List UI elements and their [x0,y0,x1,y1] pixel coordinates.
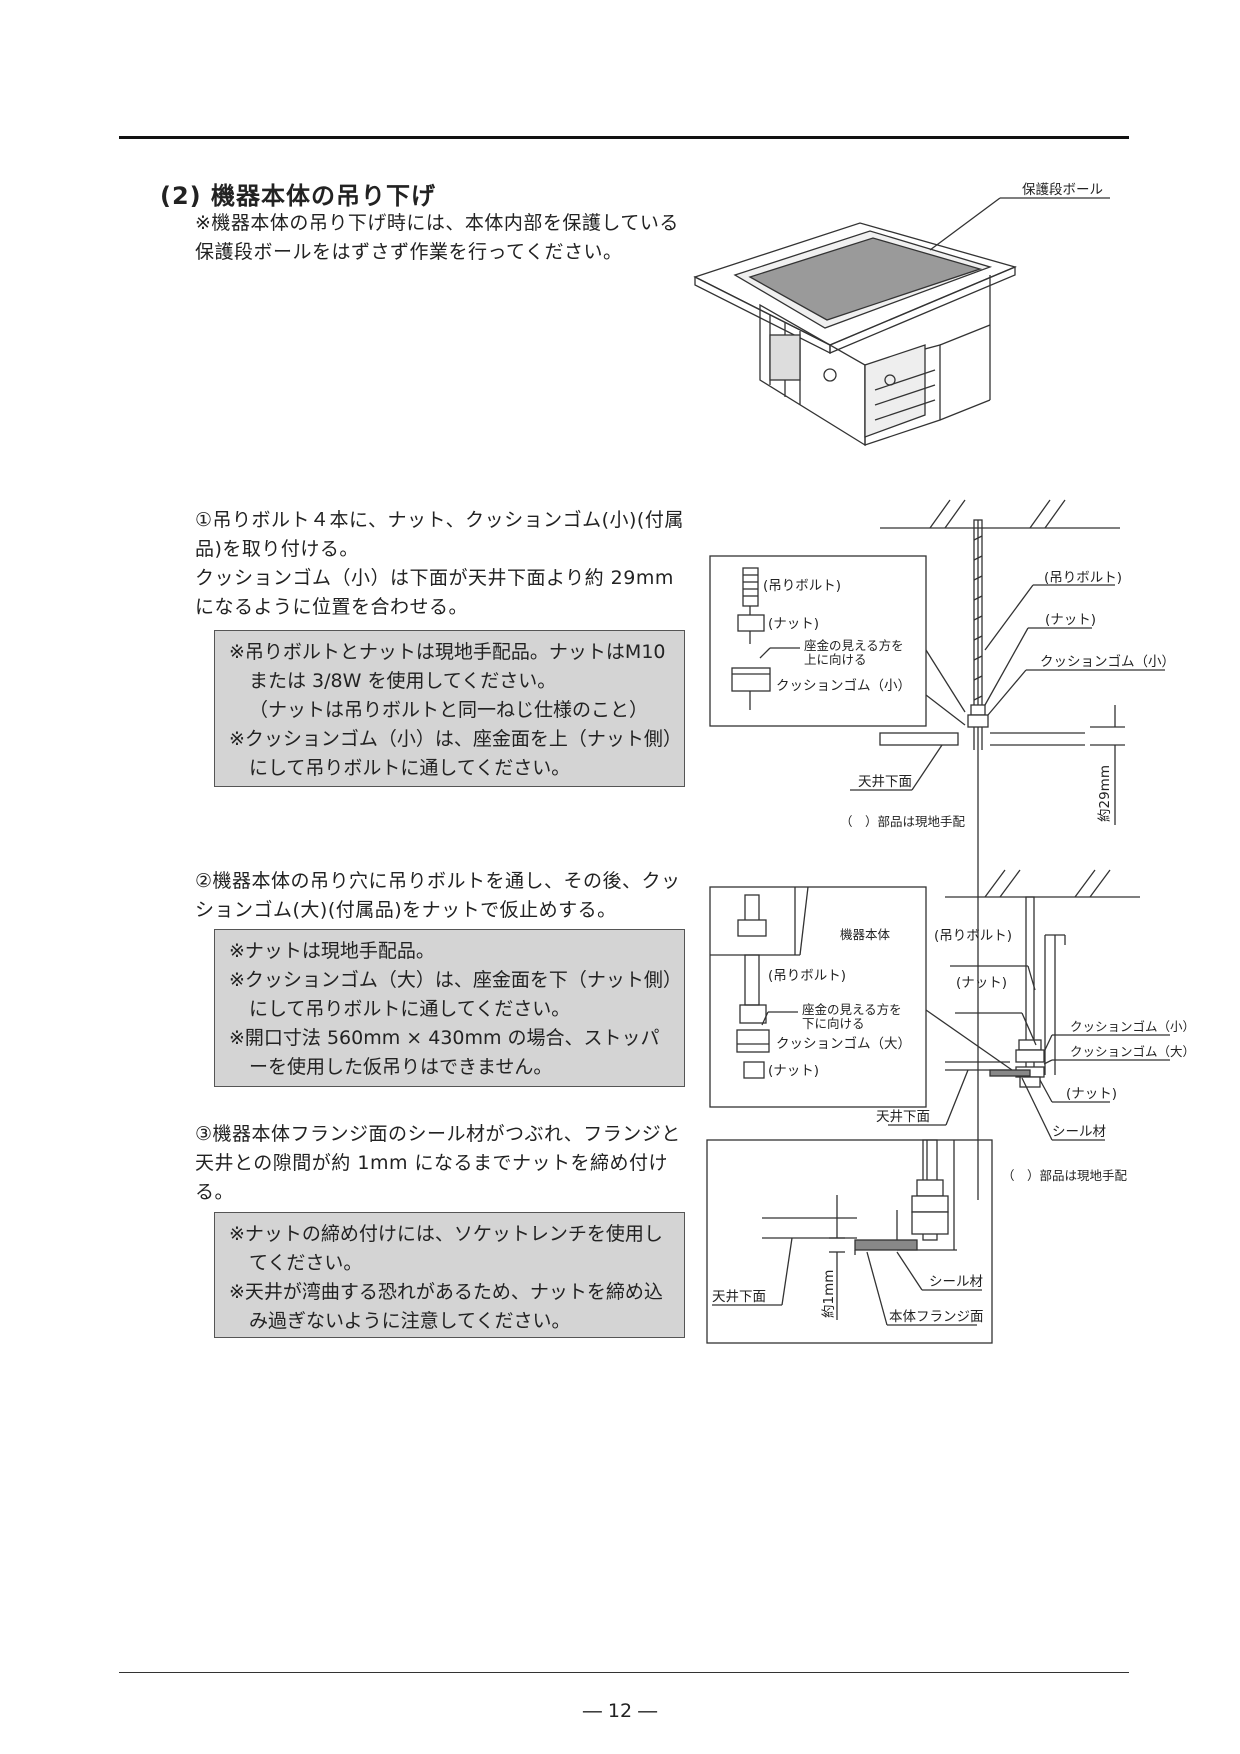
ceiling-label: 天井下面 [876,1109,930,1125]
ceiling-label: 天井下面 [858,774,912,790]
nut-bottom-label: (ナット) [1066,1086,1117,1102]
step2-text: ②機器本体の吊り穴に吊りボルトを通し、その後、クッションゴム(大)(付属品)をナ… [195,870,681,921]
fig2-footnote: （ ）部品は現地手配 [840,814,966,829]
step2-note: ※クッションゴム（大）は、座金面を下（ナット側）にして吊りボルトに通してください… [229,969,673,1020]
figure-unit-hanging: 機器本体 (吊りボルト) 座金の見える方を 下に向ける クッションゴム（大） (… [709,869,1195,1183]
inset-nut-label: (ナット) [768,616,819,632]
figure-bolt-nut-cushion: (吊りボルト) (ナット) 座金の見える方を 上に向ける クッションゴム（小） … [709,499,1175,1200]
inset-washer-label: 座金の見える方を [802,1002,902,1017]
bolt-label: (吊りボルト) [934,928,1012,944]
step3-note: ※ナットの締め付けには、ソケットレンチを使用してください。 [229,1223,663,1274]
bottom-rule [119,1672,1129,1673]
dim-29mm: 約29mm [1097,765,1113,822]
step2-notes: ※ナットは現地手配品。 ※クッションゴム（大）は、座金面を下（ナット側）にして吊… [214,929,685,1087]
inset-bolt-label: (吊りボルト) [763,578,841,594]
cushion-large-label: クッションゴム（大） [1070,1044,1195,1059]
step1-note: ※吊りボルトとナットは現地手配品。ナットはM10 または 3/8W を使用してく… [229,641,666,692]
inset-washer-label: 下に向ける [802,1016,865,1031]
step1-note: （ナットは吊りボルトと同一ねじ仕様のこと） [249,699,649,721]
inset-bolt-label: (吊りボルト) [768,968,846,984]
step3-note: ※天井が湾曲する恐れがあるため、ナットを締め込み過ぎないように注意してください。 [229,1281,663,1332]
cushion-label: クッションゴム（小） [1040,653,1175,670]
top-rule [119,136,1129,139]
step2-note: ※ナットは現地手配品。 [229,940,435,962]
intro-note: ※機器本体の吊り下げ時には、本体内部を保護している保護段ボールをはずさず作業を行… [195,212,679,263]
nut-label: (ナット) [1045,612,1096,628]
fig3-footnote: （ ）部品は現地手配 [1002,1168,1128,1183]
page-number: ― 12 ― [582,1700,658,1722]
step1-notes: ※吊りボルトとナットは現地手配品。ナットはM10 または 3/8W を使用してく… [214,630,685,787]
ceiling-label: 天井下面 [712,1289,766,1305]
inset-cushion-label: クッションゴム（大） [776,1035,911,1052]
nut-top-label: (ナット) [956,975,1007,991]
inset-cushion-label: クッションゴム（小） [776,677,911,694]
inset-washer-label: 座金の見える方を [804,638,904,653]
flange-label: 本体フランジ面 [889,1309,984,1325]
figure-flange-gap: 天井下面 約1mm シール材 本体フランジ面 [706,1139,993,1344]
seal-label: シール材 [929,1274,983,1290]
step1-text: ①吊りボルト４本に、ナット、クッションゴム(小)(付属品)を取り付ける。 クッシ… [195,509,684,618]
step3-text: ③機器本体フランジ面のシール材がつぶれ、フランジと天井との隙間が約 1mm にな… [195,1123,681,1203]
inset-nut-label: (ナット) [768,1063,819,1079]
seal-label: シール材 [1052,1124,1106,1140]
dim-1mm: 約1mm [821,1270,837,1318]
section-title: (2) 機器本体の吊り下げ [160,182,436,210]
cardboard-label: 保護段ボール [1022,182,1103,198]
step2-note: ※開口寸法 560mm × 430mm の場合、ストッパーを使用した仮吊りはでき… [229,1027,660,1078]
step1-note: ※クッションゴム（小）は、座金面を上（ナット側）にして吊りボルトに通してください… [229,728,673,779]
bolt-label: (吊りボルト) [1044,570,1122,586]
inset-washer-label: 上に向ける [804,652,867,667]
step3-notes: ※ナットの締め付けには、ソケットレンチを使用してください。 ※天井が湾曲する恐れ… [214,1212,685,1338]
figure-unit-cardboard: 保護段ボール [693,182,1110,447]
cushion-small-label: クッションゴム（小） [1070,1019,1195,1034]
body-label: 機器本体 [840,927,891,942]
